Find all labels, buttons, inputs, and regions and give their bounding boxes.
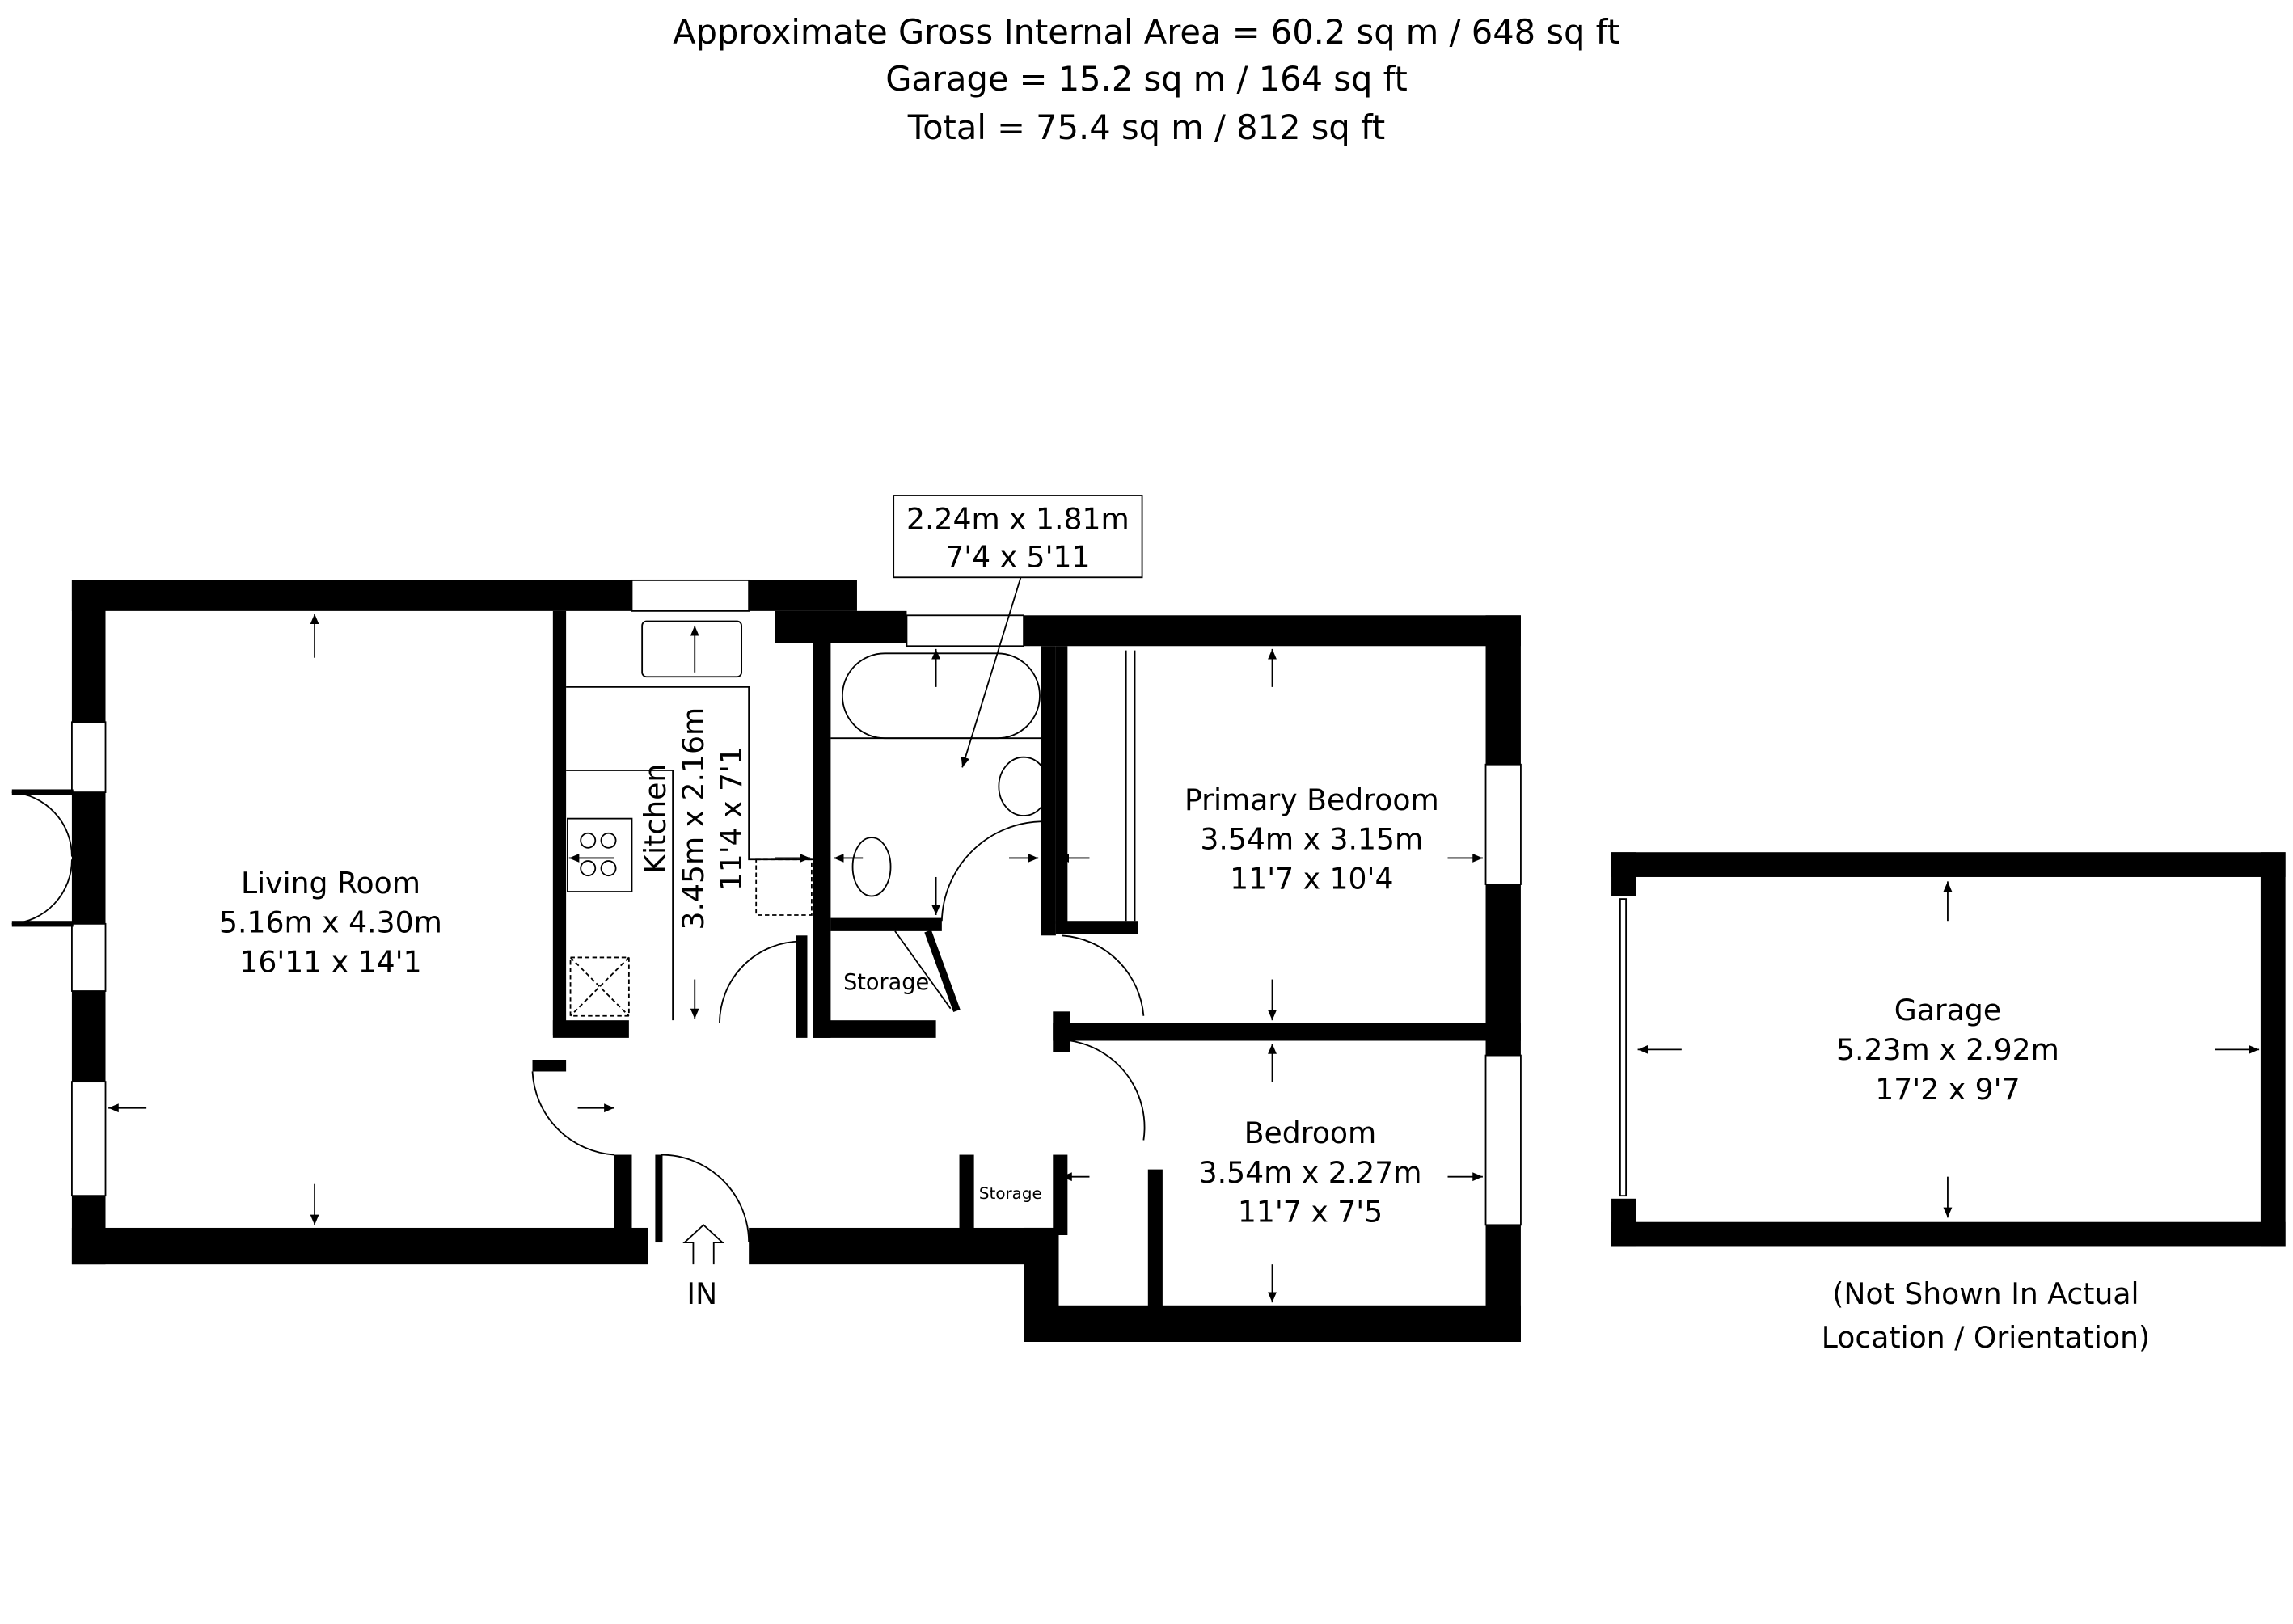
bathroom-label-box xyxy=(893,495,1143,579)
garage xyxy=(1611,852,2286,1247)
kitchen-name: Kitchen xyxy=(638,764,673,874)
doors xyxy=(11,789,1146,1243)
basin-icon xyxy=(998,756,1049,816)
appliance-icon xyxy=(569,956,630,1017)
dimension-arrows xyxy=(108,577,2260,1303)
walls xyxy=(71,580,1521,1343)
garage-imperial: 17'2 x 9'7 xyxy=(1875,1072,2020,1107)
bathroom-imperial: 7'4 x 5'11 xyxy=(945,540,1090,575)
toilet-icon xyxy=(851,837,892,897)
primary-bedroom-imperial: 11'7 x 10'4 xyxy=(1230,861,1393,896)
bedroom-imperial: 11'7 x 7'5 xyxy=(1238,1195,1383,1230)
garage-area: Garage = 15.2 sq m / 164 sq ft xyxy=(885,59,1408,99)
fixtures xyxy=(566,620,1136,1021)
entrance-arrow-icon xyxy=(682,1224,724,1265)
entrance-label: IN xyxy=(686,1276,717,1311)
bedroom-name: Bedroom xyxy=(1244,1116,1377,1150)
primary-bedroom-name: Primary Bedroom xyxy=(1185,782,1439,817)
bedroom-metric: 3.54m x 2.27m xyxy=(1199,1155,1422,1190)
windows xyxy=(71,579,1522,1226)
garage-metric: 5.23m x 2.92m xyxy=(1836,1032,2059,1067)
storage-2-label: Storage xyxy=(979,1184,1042,1203)
total-area: Total = 75.4 sq m / 812 sq ft xyxy=(907,108,1385,147)
sink-icon xyxy=(641,620,743,678)
primary-bedroom-metric: 3.54m x 3.15m xyxy=(1200,822,1423,857)
bathroom-metric: 2.24m x 1.81m xyxy=(906,502,1130,537)
garage-name: Garage xyxy=(1894,993,2001,1027)
garage-note-line1: (Not Shown In Actual xyxy=(1832,1276,2139,1311)
living-room-imperial: 16'11 x 14'1 xyxy=(239,945,421,980)
living-room-name: Living Room xyxy=(241,866,420,901)
hob-icon xyxy=(567,817,633,892)
bath-icon xyxy=(841,652,1041,740)
kitchen-metric: 3.45m x 2.16m xyxy=(676,707,711,930)
storage-1-label: Storage xyxy=(843,970,929,995)
garage-note-line2: Location / Orientation) xyxy=(1822,1320,2150,1355)
gross-internal-area: Approximate Gross Internal Area = 60.2 s… xyxy=(673,12,1620,52)
living-room-metric: 5.16m x 4.30m xyxy=(219,905,442,940)
kitchen-imperial: 11'4 x 7'1 xyxy=(714,746,749,891)
